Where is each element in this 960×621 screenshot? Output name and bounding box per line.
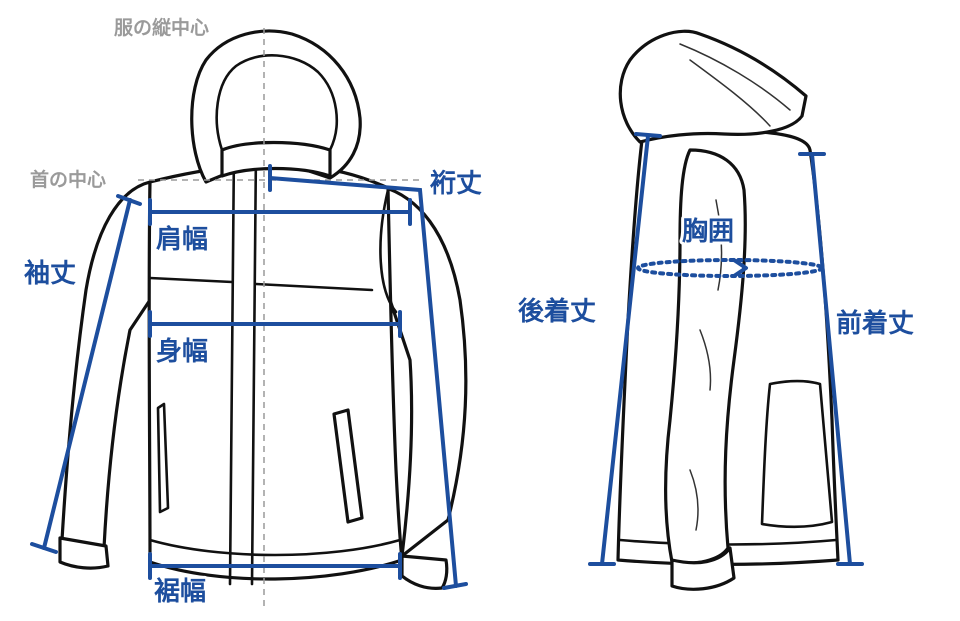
label-neck-center: 首の中心 (30, 168, 106, 191)
front-left-sleeve (60, 180, 152, 550)
side-jacket-illustration (616, 29, 840, 591)
front-right-pocket (332, 408, 364, 524)
sleeve-length-tick-top (116, 194, 142, 206)
front-armhole-right (379, 188, 398, 314)
side-hem-band (618, 538, 838, 546)
label-sleeve-length: 袖丈 (24, 258, 76, 289)
label-hem-width: 裾幅 (154, 577, 206, 607)
front-jacket-illustration (58, 29, 468, 590)
label-front-length: 前着丈 (836, 308, 914, 339)
sleeve-length-line (42, 198, 132, 550)
side-pocket (760, 379, 834, 529)
front-left-pocket (156, 402, 170, 514)
back-length-line (600, 134, 650, 566)
label-chest: 胸囲 (682, 217, 734, 247)
label-shoulder-width: 肩幅 (156, 224, 208, 255)
side-hood (618, 29, 808, 144)
front-left-cuff (58, 536, 110, 570)
back-length-tick-top (634, 132, 662, 138)
front-yoke-seam (148, 276, 374, 292)
sleeve-length-tick-bottom (30, 542, 58, 554)
side-sleeve-folds (689, 199, 723, 531)
front-hood-inner (215, 54, 339, 152)
side-measurements (588, 132, 864, 566)
label-back-length: 後着丈 (518, 296, 596, 327)
front-collar (220, 140, 332, 178)
sleeve-length-from-neck-line (268, 176, 458, 588)
front-hem-band (148, 538, 402, 557)
front-right-cuff (400, 554, 449, 590)
label-center-line: 服の縦中心 (114, 16, 209, 39)
side-sleeve-cuff (670, 546, 736, 591)
front-zipper-placket (228, 146, 258, 586)
sleeve-from-neck-tick-bottom (442, 582, 468, 590)
label-sleeve-length-from-neck: 裄丈 (429, 169, 482, 199)
front-length-line (810, 152, 852, 566)
label-body-width: 身幅 (156, 336, 208, 367)
front-measurements (30, 164, 468, 590)
chest-measure-arrow (732, 258, 748, 278)
side-hood-fold (679, 43, 791, 127)
